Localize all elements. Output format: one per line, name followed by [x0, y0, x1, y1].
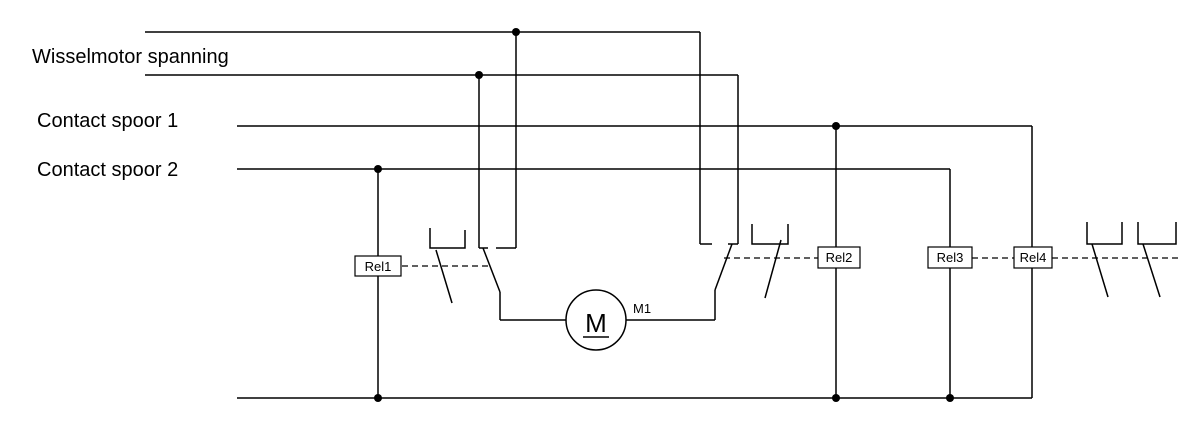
relay-rel3: Rel3	[927, 246, 973, 269]
wisselmotor-label: Wisselmotor spanning	[32, 46, 229, 68]
contact-spoor-2-label: Contact spoor 2	[37, 159, 178, 181]
contact-spoor-1-label: Contact spoor 1	[37, 110, 178, 132]
motor-name: M1	[633, 301, 651, 316]
rel4-contacts	[1086, 222, 1177, 298]
contact-spoor-1-line	[237, 122, 1033, 247]
rel1-spare-contact	[429, 228, 466, 304]
relay-rel1: Rel1	[354, 255, 402, 277]
motor-symbol: M	[585, 308, 607, 338]
rel1-changeover-switch	[482, 247, 566, 321]
relay-rel4: Rel4	[1013, 246, 1053, 269]
relay-label-rel3: Rel3	[937, 250, 964, 265]
motor-m1: M M1	[565, 289, 651, 351]
supply-line-b	[145, 71, 739, 249]
relay-label-rel4: Rel4	[1020, 250, 1047, 265]
contact-spoor-2-line	[237, 165, 951, 256]
rel2-changeover-switch	[626, 243, 733, 321]
relay-rel2: Rel2	[817, 246, 861, 269]
mechanical-links	[402, 257, 1178, 267]
relay-label-rel1: Rel1	[365, 259, 392, 274]
supply-line-a	[145, 28, 712, 249]
common-return-line	[237, 268, 1033, 402]
relay-label-rel2: Rel2	[826, 250, 853, 265]
rel2-spare-contact	[751, 224, 789, 299]
